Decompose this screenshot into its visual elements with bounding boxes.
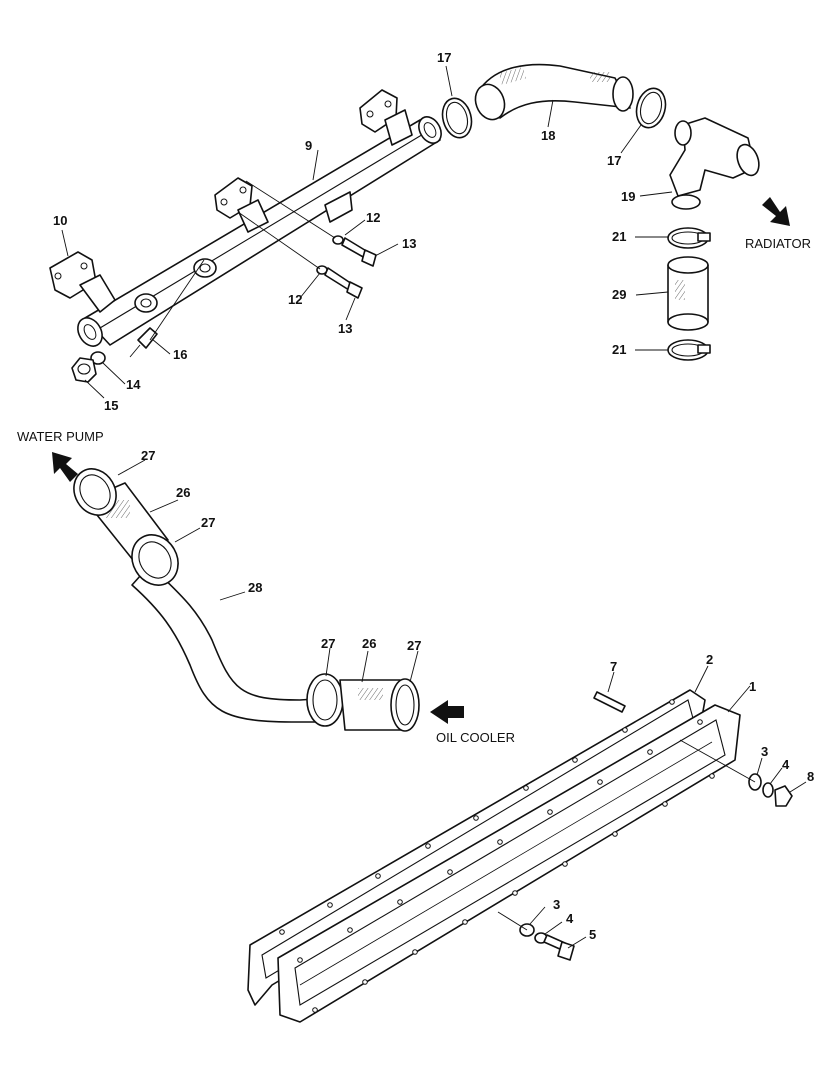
callout-3-lower: 3 — [553, 897, 560, 912]
water-manifold-pipe — [49, 89, 442, 347]
thermostat-housing — [669, 117, 760, 210]
callout-27-d: 27 — [407, 638, 421, 653]
flow-labels: WATER PUMP RADIATOR OIL COOLER — [17, 236, 811, 745]
lower-radiator-hose — [667, 227, 711, 361]
callout-5: 5 — [589, 927, 596, 942]
plug-and-seal-parts — [71, 327, 158, 383]
callout-21-lower: 21 — [612, 342, 626, 357]
callout-numbers: 17 18 17 9 19 10 12 13 12 13 21 29 21 16… — [53, 50, 814, 942]
callout-21-upper: 21 — [612, 229, 626, 244]
callout-3-upper: 3 — [761, 744, 768, 759]
flow-arrows — [52, 197, 790, 724]
callout-15: 15 — [104, 398, 118, 413]
gasket-bolt-holes — [279, 699, 715, 1013]
callout-12-upper: 12 — [366, 210, 380, 225]
callout-19: 19 — [621, 189, 635, 204]
callout-14: 14 — [126, 377, 141, 392]
callout-13-upper: 13 — [402, 236, 416, 251]
callout-8: 8 — [807, 769, 814, 784]
water-pump-arrow-icon — [52, 452, 78, 482]
callout-26-b: 26 — [362, 636, 376, 651]
water-pump-label: WATER PUMP — [17, 429, 104, 444]
callout-9: 9 — [305, 138, 312, 153]
leader-lines — [61, 65, 807, 949]
callout-18: 18 — [541, 128, 555, 143]
callout-29: 29 — [612, 287, 626, 302]
callout-13-lower: 13 — [338, 321, 352, 336]
radiator-label: RADIATOR — [745, 236, 811, 251]
callout-10: 10 — [53, 213, 67, 228]
radiator-arrow-icon — [762, 197, 790, 226]
callout-2: 2 — [706, 652, 713, 667]
cover-and-gasket — [247, 689, 741, 1023]
callout-27-c: 27 — [321, 636, 335, 651]
callout-16: 16 — [173, 347, 187, 362]
oil-cooler-arrow-icon — [430, 700, 464, 724]
callout-4-lower: 4 — [566, 911, 574, 926]
callout-7: 7 — [610, 659, 617, 674]
callout-27-b: 27 — [201, 515, 215, 530]
callout-28: 28 — [248, 580, 262, 595]
callout-1: 1 — [749, 679, 756, 694]
upper-hose-assembly — [441, 63, 667, 139]
bolts-and-washers — [316, 235, 377, 299]
callout-17-lower: 17 — [607, 153, 621, 168]
callout-12-lower: 12 — [288, 292, 302, 307]
oil-cooler-label: OIL COOLER — [436, 730, 515, 745]
callout-17-upper: 17 — [437, 50, 451, 65]
callout-26-a: 26 — [176, 485, 190, 500]
oil-cooler-pipe-assembly — [73, 468, 420, 732]
callout-4-upper: 4 — [782, 757, 790, 772]
callout-27-a: 27 — [141, 448, 155, 463]
